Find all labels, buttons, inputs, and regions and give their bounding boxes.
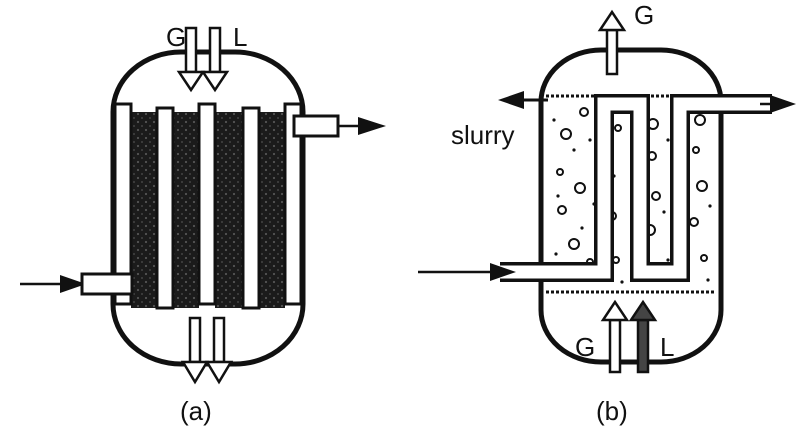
gas-inlet-arrow-b [600, 299, 630, 374]
slurry-outlet-b [498, 91, 548, 109]
coil-inlet-b [418, 263, 516, 281]
coolant-outlet-a [292, 114, 386, 138]
label-gas-bottom-b: G [575, 332, 595, 362]
inlet-arrow-l-a [200, 26, 230, 93]
plate-a-1 [113, 102, 133, 306]
outlet-arrow-bottom-a-1 [180, 316, 210, 385]
reactor-a: G L (a) [20, 22, 386, 426]
label-slurry-b: slurry [451, 120, 515, 150]
packing-a-2 [173, 112, 199, 308]
inlet-arrow-g-a [176, 26, 206, 93]
label-gas-a: G [166, 22, 186, 52]
caption-b: (b) [596, 396, 628, 426]
plate-a-4 [241, 106, 261, 310]
packing-a-4 [259, 112, 285, 308]
liquid-inlet-arrow-b [628, 299, 658, 374]
gas-outlet-arrow-b [597, 9, 627, 76]
caption-a: (a) [180, 396, 212, 426]
coolant-inlet-a [20, 272, 134, 296]
coil-outlet-b [760, 95, 796, 113]
plate-a-3 [197, 102, 217, 306]
label-gas-top-b: G [634, 0, 654, 30]
outlet-arrow-bottom-a-2 [204, 316, 234, 385]
label-liquid-a: L [233, 22, 247, 52]
packing-a-1 [131, 112, 157, 308]
packing-a-3 [215, 112, 243, 308]
plate-a-2 [155, 106, 175, 310]
reactor-b: G slurry G L (b) [418, 0, 796, 426]
label-liquid-b: L [660, 332, 674, 362]
plate-a-5 [283, 102, 303, 306]
